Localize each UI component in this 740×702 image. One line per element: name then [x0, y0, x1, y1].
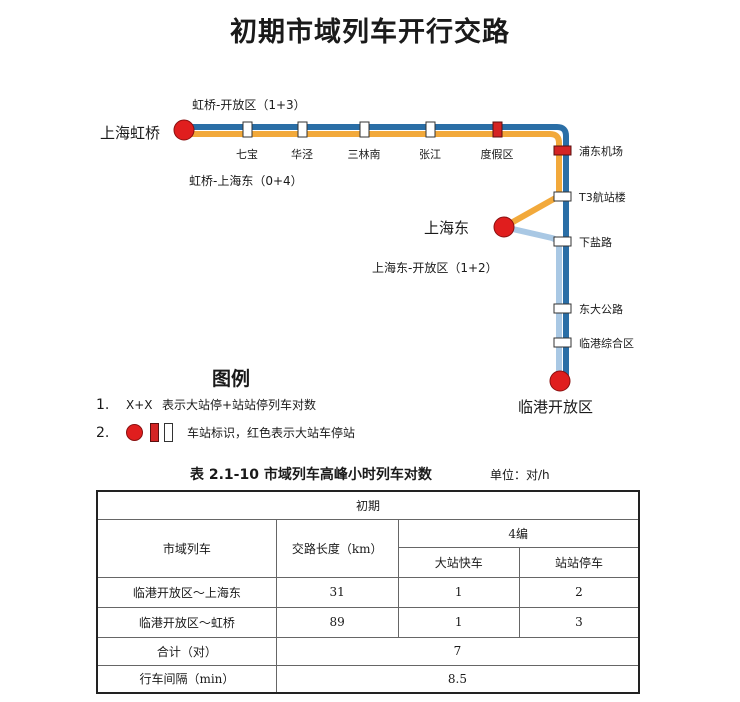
table-interval-value: 8.5 — [275, 664, 640, 694]
page-title: 初期市域列车开行交路 — [230, 17, 510, 48]
local-stop-symbol-icon — [164, 423, 173, 442]
station-dongda-marker — [553, 303, 572, 314]
terminal-lingang-label: 临港开放区 — [518, 398, 593, 416]
terminal-lingang-marker — [549, 370, 571, 392]
table-caption: 表 2.1-10 市域列车高峰小时列车对数 — [190, 467, 432, 483]
route-label-hq-open: 虹桥-开放区（1+3） — [192, 97, 306, 112]
terminal-shanghaieast-marker — [493, 216, 515, 238]
table-unit: 单位：对/h — [490, 468, 550, 482]
station-dongda-label: 东大公路 — [579, 302, 623, 316]
table-header-local: 站站停车 — [518, 546, 640, 578]
table-row: 临港开放区～上海东 31 1 2 — [96, 576, 640, 608]
table-cell-express: 1 — [397, 606, 520, 638]
table-row-total: 合计（对） 7 — [96, 636, 640, 666]
station-lingang-zonghe-label: 临港综合区 — [579, 336, 634, 350]
table-header-group: 4编 — [397, 518, 640, 548]
table-row-interval: 行车间隔（min） 8.5 — [96, 664, 640, 694]
route-label-hq-sheast: 虹桥-上海东（0+4） — [189, 173, 303, 188]
table-cell-name: 临港开放区～上海东 — [96, 576, 277, 608]
table-cell-name: 临港开放区～虹桥 — [96, 606, 277, 638]
table-header-train: 市域列车 — [96, 518, 277, 578]
express-stop-symbol-icon — [150, 423, 159, 442]
table-cell-local: 2 — [518, 576, 640, 608]
terminal-hongqiao-marker — [173, 119, 195, 141]
legend-item-1-text: 表示大站停+站站停列车对数 — [162, 398, 317, 412]
route-line-hongqiao-shanghaieast — [184, 131, 562, 230]
train-pairs-table: 初期 市域列车 交路长度（km） 4编 大站快车 站站停车 临港开放区～上海东 … — [96, 490, 640, 694]
table-header-length: 交路长度（km） — [275, 518, 399, 578]
station-huajing-marker — [297, 121, 308, 138]
table-cell-local: 3 — [518, 606, 640, 638]
station-zhangjiang-label: 张江 — [419, 148, 441, 161]
table-row: 临港开放区～虹桥 89 1 3 — [96, 606, 640, 638]
route-line-shanghaieast-lingang — [503, 224, 562, 380]
legend-item-1-code: X+X — [126, 397, 153, 412]
station-pudong-airport-marker — [553, 145, 572, 156]
station-t3-label: T3航站楼 — [578, 190, 626, 204]
table-cell-length: 89 — [275, 606, 399, 638]
station-pudong-airport-label: 浦东机场 — [579, 144, 623, 158]
station-zhangjiang-marker — [425, 121, 436, 138]
table-total-value: 7 — [275, 636, 640, 666]
terminal-hongqiao-label: 上海虹桥 — [100, 124, 160, 142]
route-map: 虹桥-开放区（1+3） 虹桥-上海东（0+4） 上海东-开放区（1+2） 上海虹… — [100, 97, 634, 416]
station-qibao-label: 七宝 — [236, 147, 258, 161]
legend-item-1-num: 1. — [96, 396, 110, 413]
table-cell-express: 1 — [397, 576, 520, 608]
station-qibao-marker — [242, 121, 253, 138]
legend-item-2-text: 车站标识，红色表示大站车停站 — [187, 426, 356, 440]
station-huajing-label: 华泾 — [291, 147, 313, 161]
station-dujiaqu-label: 度假区 — [481, 147, 514, 161]
route-label-sheast-open: 上海东-开放区（1+2） — [372, 260, 498, 275]
table-header-express: 大站快车 — [397, 546, 520, 578]
legend-item-2-num: 2. — [96, 424, 110, 441]
route-line-hongqiao-lingang — [181, 124, 569, 383]
table-total-label: 合计（对） — [96, 636, 277, 666]
terminal-shanghaieast-label: 上海东 — [424, 219, 469, 237]
station-dujiaqu-marker — [492, 121, 503, 138]
station-sanlinnan-marker — [359, 121, 370, 138]
table-cell-length: 31 — [275, 576, 399, 608]
table-header-period: 初期 — [96, 490, 640, 520]
station-xiayan-marker — [553, 236, 572, 247]
station-sanlinnan-label: 三林南 — [348, 147, 381, 161]
legend-item-1: 1. X+X 表示大站停+站站停列车对数 — [96, 396, 316, 413]
legend-title: 图例 — [212, 368, 251, 390]
terminal-symbol-icon — [126, 424, 143, 441]
legend-item-2: 2. 车站标识，红色表示大站车停站 — [96, 423, 355, 442]
station-t3-marker — [553, 191, 572, 202]
station-xiayan-label: 下盐路 — [579, 236, 612, 249]
table-interval-label: 行车间隔（min） — [96, 664, 277, 694]
station-lingang-zonghe-marker — [553, 337, 572, 348]
